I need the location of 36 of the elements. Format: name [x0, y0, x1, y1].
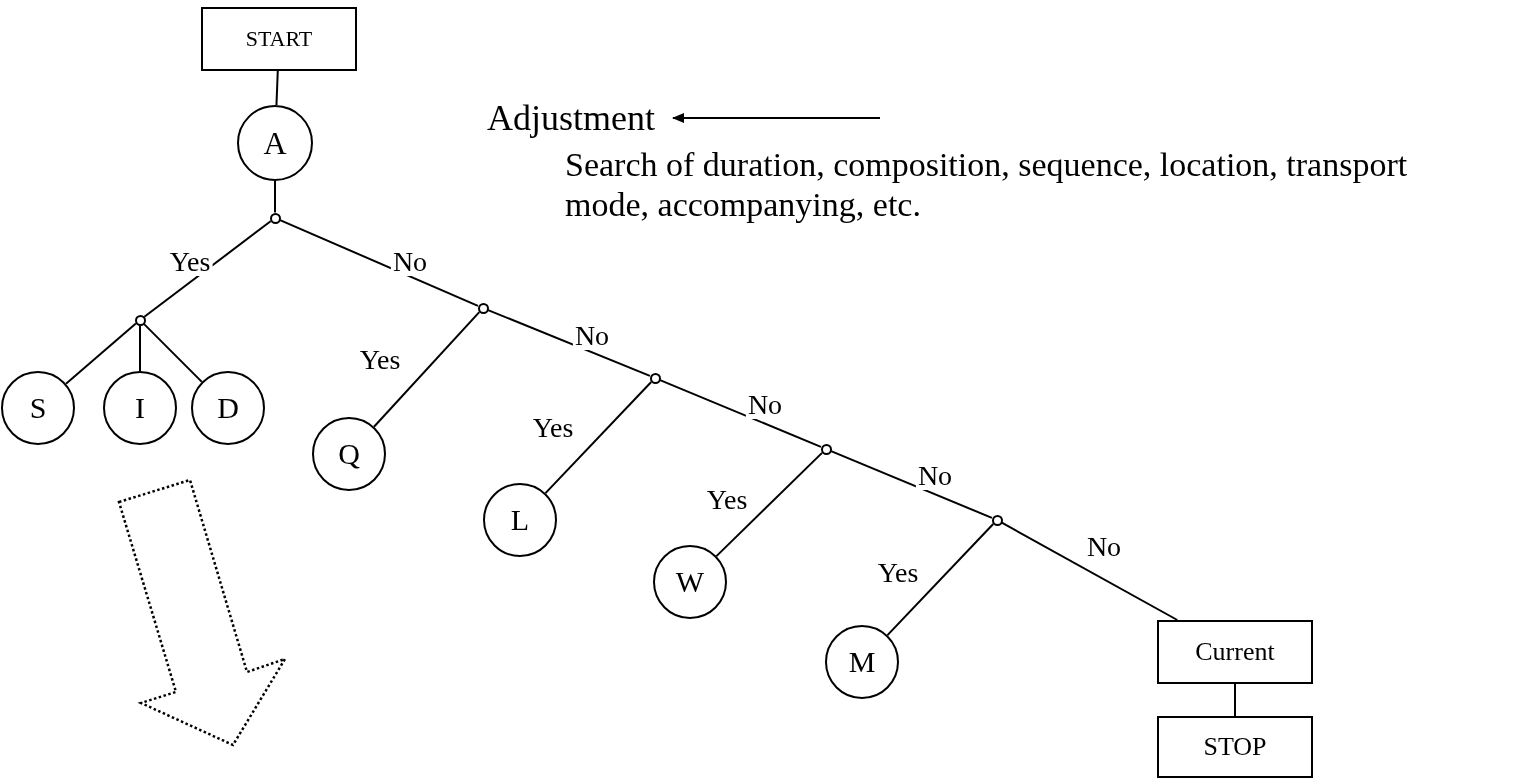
connector-line	[139, 324, 141, 372]
decision-circle: A	[237, 105, 313, 181]
connector-line	[1234, 683, 1236, 717]
junction-dot	[477, 302, 489, 314]
connector-line	[279, 219, 479, 307]
connector-line	[373, 311, 481, 428]
decision-circle: S	[1, 371, 75, 445]
connector-line	[659, 379, 822, 448]
junction-dot	[269, 212, 281, 224]
junction-dot	[649, 372, 661, 384]
connector-line	[274, 180, 276, 214]
connector-line	[487, 309, 651, 377]
decision-circle: D	[191, 371, 265, 445]
terminal-box: STOP	[1157, 716, 1313, 778]
decision-circle: W	[653, 545, 727, 619]
decision-circle: Q	[312, 417, 386, 491]
terminal-box: Current	[1157, 620, 1313, 684]
decision-circle: I	[103, 371, 177, 445]
connector-line	[830, 450, 993, 519]
annotation-text: Adjustment	[487, 96, 673, 140]
connector-line	[544, 381, 653, 495]
decision-circle: M	[825, 625, 899, 699]
connector-line	[143, 220, 272, 318]
arrow	[672, 113, 881, 123]
junction-dot	[134, 314, 146, 326]
connector-line	[886, 523, 995, 637]
connector-line	[65, 322, 137, 385]
junction-dot	[820, 443, 832, 455]
connector-line	[142, 322, 203, 383]
terminal-box: START	[201, 7, 357, 71]
connector-line	[715, 451, 824, 558]
connector-line	[275, 70, 279, 107]
note-text: Search of duration, composition, sequence, location, transport mode, accompanying, etc.	[565, 145, 1409, 225]
decision-circle: L	[483, 483, 557, 557]
connector-line	[1000, 521, 1179, 621]
junction-dot	[991, 514, 1003, 526]
